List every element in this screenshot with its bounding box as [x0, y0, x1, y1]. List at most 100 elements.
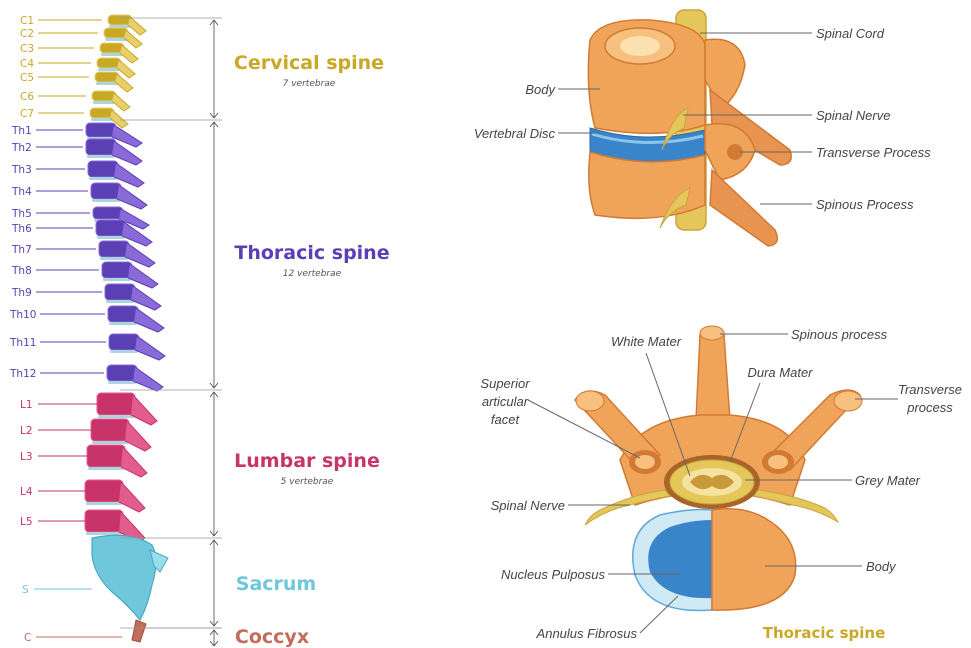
vertebra-body-th1 — [86, 123, 116, 137]
vertebra-label-c1: C1 — [20, 15, 34, 27]
label-nucleus-pulposus: Nucleus Pulposus — [501, 567, 606, 582]
vertebra-label-c6: C6 — [20, 91, 34, 103]
label-spinal-nerve-top: Spinal Nerve — [491, 498, 565, 513]
vertebra-body-th9 — [105, 284, 135, 300]
lower-vertebra-body — [589, 152, 705, 218]
disc-l1 — [98, 415, 134, 418]
disc-th4 — [92, 199, 120, 202]
vertebra-body-th3 — [88, 161, 118, 177]
cervical-title: Cervical spine — [234, 52, 384, 74]
vertebra-label-l4: L4 — [20, 486, 33, 498]
disc-c4 — [98, 68, 120, 71]
vertebra-label-l1: L1 — [20, 399, 33, 411]
vertebra-label-l3: L3 — [20, 451, 33, 463]
disc-th6 — [97, 236, 125, 239]
vertebra-label-l2: L2 — [20, 425, 33, 437]
cervical-subtitle: 7 vertebrae — [283, 79, 336, 89]
vertebra-label-th2: Th2 — [11, 142, 32, 154]
disc-th12 — [108, 381, 136, 384]
vertebra-label-th9: Th9 — [11, 287, 32, 299]
region-titles: Cervical spine 7 vertebrae Thoracic spin… — [234, 52, 390, 648]
disc-l3 — [88, 467, 124, 470]
vertebra-label-th1: Th1 — [11, 125, 32, 137]
sacrum-shape — [92, 535, 156, 620]
vertebra-top-view — [575, 326, 862, 611]
lumbar-title: Lumbar spine — [234, 450, 380, 472]
label-vertebral-disc: Vertebral Disc — [474, 126, 556, 141]
vertebra-body-th6 — [96, 220, 126, 236]
right-transverse-tip — [834, 391, 862, 411]
right-spinal-nerve — [754, 490, 838, 522]
vertebra-body-th12 — [107, 365, 137, 381]
label-transverse-line2: process — [906, 400, 953, 415]
label-spinal-nerve: Spinal Nerve — [816, 108, 890, 123]
vertebra-body-th8 — [102, 262, 132, 278]
vertebra-body-l5 — [85, 510, 123, 532]
vertebra-label-th6: Th6 — [11, 223, 32, 235]
vertebra-label-th4: Th4 — [11, 186, 32, 198]
vertebra-label-c3: C3 — [20, 43, 34, 55]
label-grey-mater: Grey Mater — [855, 473, 921, 488]
label-dura-mater: Dura Mater — [747, 365, 813, 380]
spinous-process-c6 — [112, 93, 130, 111]
disc-th2 — [87, 155, 115, 158]
spinal-column — [85, 15, 168, 642]
spinous-process-l2 — [125, 421, 151, 451]
vertebra-label-c2: C2 — [20, 28, 34, 40]
vertebra-label-c7: C7 — [20, 108, 34, 120]
vertebra-label-th12: Th12 — [9, 368, 36, 380]
vertebra-label-th8: Th8 — [11, 265, 32, 277]
disc-l5 — [86, 532, 122, 535]
disc-c6 — [93, 101, 115, 104]
vertebra-label-c4: C4 — [20, 58, 34, 70]
label-spinal-cord: Spinal Cord — [816, 26, 885, 41]
label-spinous-process: Spinous Process — [816, 197, 914, 212]
left-transverse-tip — [576, 391, 604, 411]
lumbar-subtitle: 5 vertebrae — [281, 477, 334, 487]
coccyx-title: Coccyx — [235, 626, 309, 648]
vertebra-body-l4 — [85, 480, 123, 502]
label-body: Body — [525, 82, 556, 97]
vertebra-body-l3 — [87, 445, 125, 467]
disc-c7 — [91, 118, 113, 121]
label-superior-facet-line3: facet — [491, 412, 521, 427]
vertebra-label-c5: C5 — [20, 72, 34, 84]
label-white-mater: White Mater — [611, 334, 682, 349]
spinous-process-th4 — [117, 185, 147, 209]
label-spinous-process-top: Spinous process — [791, 327, 888, 342]
spinous-process-l4 — [119, 482, 145, 512]
disc-l4 — [86, 502, 122, 505]
label-superior-facet-line1: Superior — [480, 376, 530, 391]
spinous-process-l1 — [131, 395, 157, 425]
disc-th9 — [106, 300, 134, 303]
vertebra-label-th10: Th10 — [9, 309, 36, 321]
vertebra-body-l2 — [91, 419, 129, 441]
spinous-process-th11 — [135, 336, 165, 360]
spinous-process-th10 — [134, 308, 164, 332]
disc-th10 — [109, 322, 137, 325]
label-superior-facet-line2: articular — [482, 394, 529, 409]
label-annulus-fibrosus: Annulus Fibrosus — [536, 626, 638, 641]
label-transverse-line1: Transverse — [898, 382, 962, 397]
top-view-title: Thoracic spine — [763, 624, 886, 642]
vertebra-body-th2 — [86, 139, 116, 155]
vertebrae-side-view — [588, 10, 791, 246]
spinous-tip — [700, 326, 724, 340]
vertebral-body-cross-section — [712, 509, 796, 610]
vertebra-body-th7 — [99, 241, 129, 257]
disc-th8 — [103, 278, 131, 281]
disc-l2 — [92, 441, 128, 444]
coccyx-shape — [132, 620, 146, 642]
disc-th11 — [110, 350, 138, 353]
vertebra-label-th7: Th7 — [11, 244, 32, 256]
spinous-process-th12 — [133, 367, 163, 391]
disc-c5 — [96, 82, 118, 85]
disc-th3 — [89, 177, 117, 180]
vertebra-body-th5 — [93, 207, 123, 219]
label-transverse-process: Transverse Process — [816, 145, 931, 160]
vertebra-body-th11 — [109, 334, 139, 350]
disc-th7 — [100, 257, 128, 260]
vertebra-body-l1 — [97, 393, 135, 415]
thoracic-subtitle: 12 vertebrae — [283, 269, 342, 279]
